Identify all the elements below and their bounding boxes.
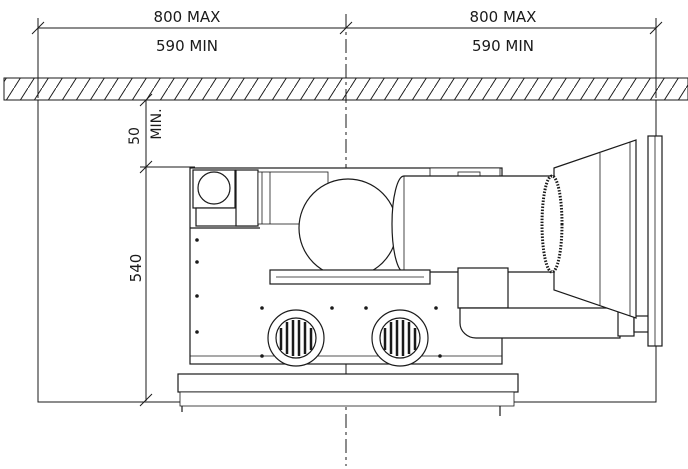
diffuser-left: [267, 309, 325, 367]
dimension-tick-right: [649, 21, 663, 35]
label-clearance-value: 50: [127, 127, 143, 145]
label-height-value: 540: [127, 254, 145, 283]
ventilation-unit: [177, 135, 663, 416]
screws: [195, 238, 442, 358]
exhaust-hood: [553, 139, 637, 319]
fan-rim: [540, 174, 564, 274]
bottom-tray: [177, 373, 519, 393]
label-clearance-unit: MIN.: [149, 108, 165, 139]
label-right-max: 800 MAX: [470, 8, 537, 26]
dimension-tick-top: [139, 93, 153, 107]
dimension-tick-left: [31, 21, 45, 35]
outlet-pipe: [459, 307, 621, 339]
diffuser-right: [371, 309, 429, 367]
side-dimensions: [139, 93, 195, 407]
inlet-port: [197, 171, 231, 205]
label-right-min: 590 MIN: [472, 37, 534, 55]
label-left-max: 800 MAX: [154, 8, 221, 26]
fan-housing: [298, 178, 398, 278]
label-left-min: 590 MIN: [156, 37, 218, 55]
dimension-tick-bottom: [139, 393, 153, 407]
duct-cylinder: [391, 175, 557, 273]
